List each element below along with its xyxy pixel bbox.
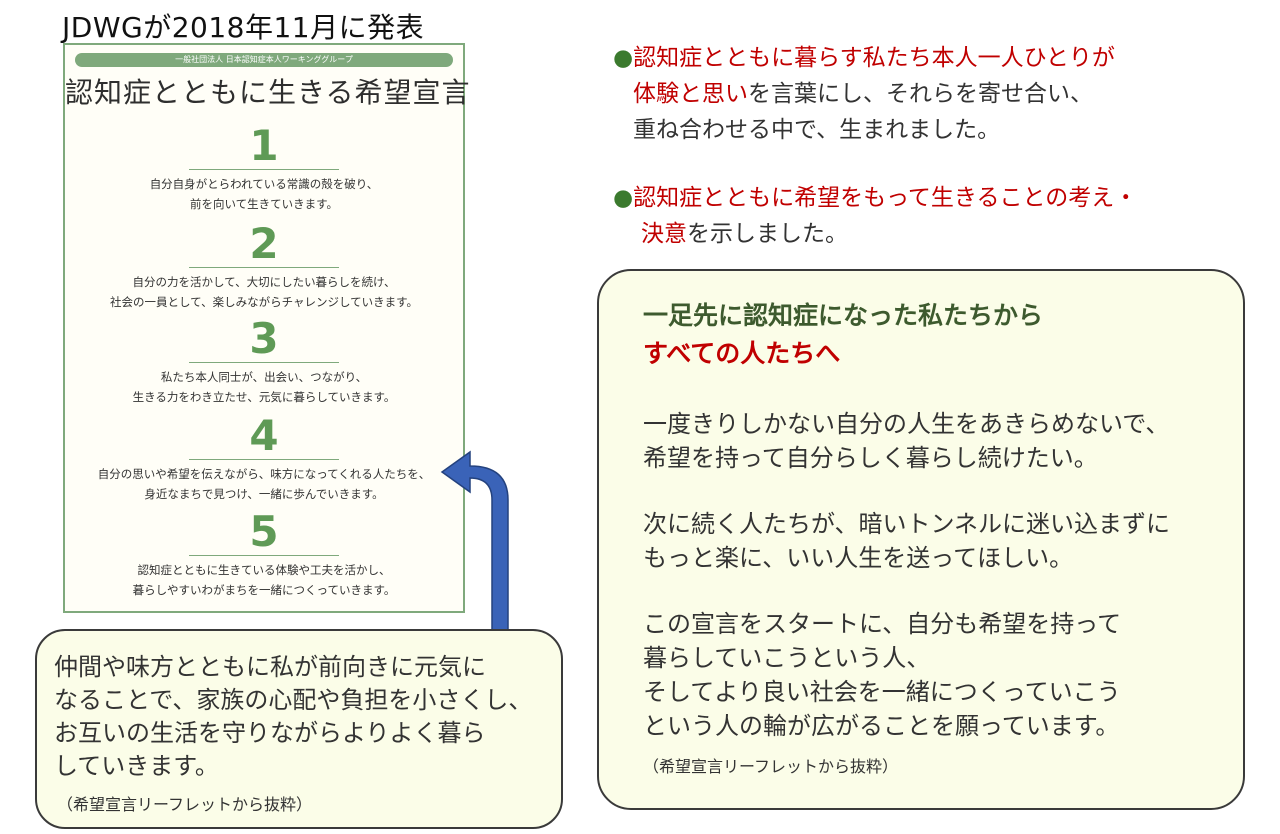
declaration-item-5: 5 認知症とともに生きている体験や工夫を活かし、 暮らしやすいわがまちを一緒につ… — [65, 511, 463, 600]
item-line: 生きる力をわき立たせ、元気に暮らしていきます。 — [132, 390, 396, 404]
message-heading-highlight: すべての人たちへ — [643, 339, 841, 368]
left-bubble-line: お互いの生活を守りながらよりよく暮ら — [54, 719, 486, 747]
item-line: 社会の一員として、楽しみながらチャレンジしていきます。 — [110, 295, 418, 309]
message-line: 暮らしていこうという人、 — [643, 644, 931, 672]
item-line: 認知症とともに生きている体験や工夫を活かし、 — [137, 563, 391, 577]
declaration-org: 一般社団法人 日本認知症本人ワーキンググループ — [75, 53, 453, 67]
bullet-highlight: 決意 — [641, 221, 687, 247]
declaration-item-4: 4 自分の思いや希望を伝えながら、味方になってくれる人たちを、 身近なまちで見つ… — [65, 415, 463, 504]
bullet-highlight: 認知症とともに希望をもって生きることの考え・ — [633, 185, 1138, 211]
bullet-dot-icon: ● — [613, 45, 634, 71]
item-divider — [189, 362, 339, 363]
item-line: 私たち本人同士が、出会い、つながり、 — [160, 370, 368, 384]
bullet-highlight: 認知症とともに暮らす私たち本人一人ひとりが — [633, 45, 1115, 71]
declaration-card: 一般社団法人 日本認知症本人ワーキンググループ 認知症とともに生きる希望宣言 1… — [63, 43, 471, 613]
message-line: 一度きりしかない自分の人生をあきらめないで、 — [643, 410, 1170, 438]
left-bubble-text: 仲間や味方とともに私が前向きに元気に なることで、家族の心配や負担を小さくし、 … — [54, 651, 554, 783]
item-line: 身近なまちで見つけ、一緒に歩んでいきます。 — [144, 487, 384, 501]
left-bubble-source-note: （希望宣言リーフレットから抜粋） — [57, 795, 313, 814]
item-number: 3 — [249, 314, 279, 363]
arrow-up-left-icon — [440, 450, 509, 631]
item-number: 4 — [249, 411, 279, 460]
declaration-title: 認知症とともに生きる希望宣言 — [65, 76, 471, 109]
left-bubble-line: していきます。 — [54, 752, 219, 780]
bullet-highlight: 体験と思い — [633, 81, 748, 107]
message-line: 次に続く人たちが、暗いトンネルに迷い込まずに — [643, 510, 1171, 538]
item-divider — [189, 169, 339, 170]
item-divider — [189, 267, 339, 268]
message-line: この宣言をスタートに、自分も希望を持って — [643, 610, 1122, 638]
item-line: 自分の力を活かして、大切にしたい暮らしを続け、 — [132, 275, 396, 289]
right-box-source-note: （希望宣言リーフレットから抜粋） — [643, 757, 899, 776]
message-line: という人の輪が広がることを願っています。 — [643, 712, 1120, 740]
bullet-list: ●認知症とともに暮らす私たち本人一人ひとりが 体験と思いを言葉にし、それらを寄せ… — [613, 40, 1273, 284]
bullet-item-2: ●認知症とともに希望をもって生きることの考え・ 決意を示しました。 — [613, 180, 1273, 252]
message-line: 希望を持って自分らしく暮らし続けたい。 — [643, 444, 1098, 472]
item-line: 自分の思いや希望を伝えながら、味方になってくれる人たちを、 — [97, 467, 431, 481]
item-number: 1 — [249, 121, 279, 170]
message-paragraph-3: この宣言をスタートに、自分も希望を持って 暮らしていこうという人、 そしてより良… — [643, 607, 1121, 743]
item-line: 前を向いて生きていきます。 — [189, 197, 338, 211]
message-paragraph-2: 次に続く人たちが、暗いトンネルに迷い込まずに もっと楽に、いい人生を送ってほしい… — [643, 507, 1170, 575]
bullet-text: 重ね合わせる中で、生まれました。 — [633, 117, 1001, 143]
page-title: JDWGが2018年11月に発表 — [62, 11, 425, 44]
left-speech-bubble: 仲間や味方とともに私が前向きに元気に なることで、家族の心配や負担を小さくし、 … — [35, 629, 563, 829]
item-divider — [189, 459, 339, 460]
bullet-text: を示しました。 — [687, 221, 848, 247]
left-bubble-line: なることで、家族の心配や負担を小さくし、 — [54, 686, 533, 714]
bullet-item-1: ●認知症とともに暮らす私たち本人一人ひとりが 体験と思いを言葉にし、それらを寄せ… — [613, 40, 1273, 148]
declaration-item-3: 3 私たち本人同士が、出会い、つながり、 生きる力をわき立たせ、元気に暮らしてい… — [65, 318, 463, 407]
item-line: 暮らしやすいわがまちを一緒につくっていきます。 — [132, 583, 396, 597]
message-line: もっと楽に、いい人生を送ってほしい。 — [643, 544, 1074, 572]
left-bubble-line: 仲間や味方とともに私が前向きに元気に — [54, 653, 486, 681]
message-heading: 一足先に認知症になった私たちから すべての人たちへ — [643, 297, 1043, 373]
declaration-item-1: 1 自分自身がとらわれている常識の殻を破り、 前を向いて生きていきます。 — [65, 125, 463, 214]
message-line: そしてより良い社会を一緒につくっていこう — [643, 678, 1121, 706]
item-line: 自分自身がとらわれている常識の殻を破り、 — [149, 177, 379, 191]
message-heading-line: 一足先に認知症になった私たちから — [643, 301, 1044, 330]
item-number: 5 — [249, 507, 279, 556]
bullet-text: を言葉にし、それらを寄せ合い、 — [748, 81, 1093, 107]
item-number: 2 — [249, 219, 279, 268]
message-paragraph-1: 一度きりしかない自分の人生をあきらめないで、 希望を持って自分らしく暮らし続けた… — [643, 407, 1169, 475]
declaration-item-2: 2 自分の力を活かして、大切にしたい暮らしを続け、 社会の一員として、楽しみなが… — [65, 223, 463, 312]
bullet-dot-icon: ● — [613, 185, 634, 211]
right-message-box: 一足先に認知症になった私たちから すべての人たちへ 一度きりしかない自分の人生を… — [597, 269, 1245, 810]
item-divider — [189, 555, 339, 556]
